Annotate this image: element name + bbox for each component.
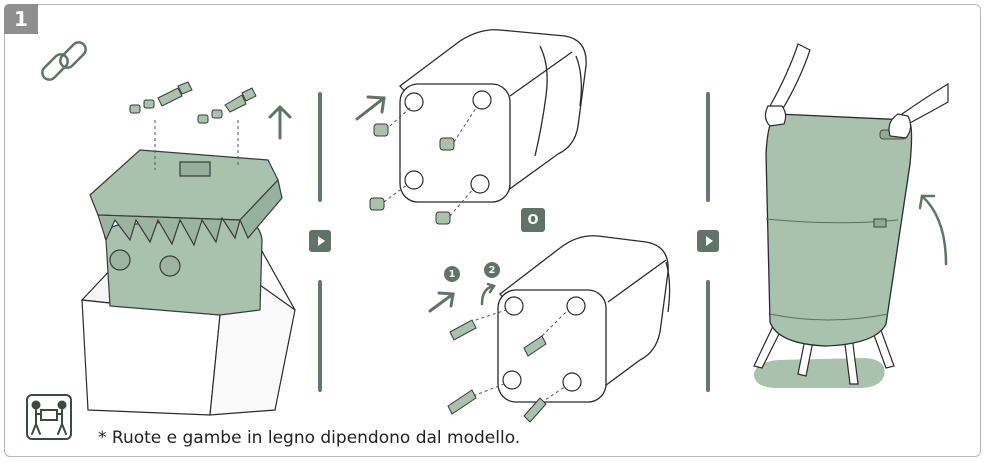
or-badge: O: [521, 208, 545, 232]
play-triangle-icon: [705, 236, 713, 246]
footnote-text: * Ruote e gambe in legno dipendono dal m…: [98, 428, 521, 448]
upright-purifier-illustration: [753, 43, 949, 388]
step-marker-2-label: 2: [488, 264, 496, 276]
separator-left-bottom: [318, 280, 322, 392]
tilt-up-arrow-icon: [918, 194, 948, 266]
next-step-button-right: [697, 230, 719, 252]
unboxing-illustration: [80, 81, 296, 416]
purifier-casters-illustration: [369, 29, 587, 225]
separator-right-top: [706, 92, 710, 202]
separator-left-top: [318, 92, 322, 202]
purifier-legs-illustration: [447, 235, 671, 423]
arrow-up-icon: [268, 105, 292, 140]
two-person-lift-icon: [26, 394, 72, 440]
arrow-insert-icon: [355, 95, 386, 121]
link-chain-icon: [41, 41, 87, 81]
instruction-frame: [4, 4, 981, 457]
next-step-button-left: [309, 230, 331, 252]
step-number-badge: 1: [4, 4, 38, 34]
arrow-insert-icon: [428, 291, 455, 313]
play-triangle-icon: [317, 236, 325, 246]
step-marker-2: 2: [484, 262, 500, 278]
step-marker-1: 1: [444, 266, 460, 282]
separator-right-bottom: [706, 280, 710, 392]
rotate-arrow-icon: [480, 282, 496, 306]
step-marker-1-label: 1: [448, 268, 456, 280]
